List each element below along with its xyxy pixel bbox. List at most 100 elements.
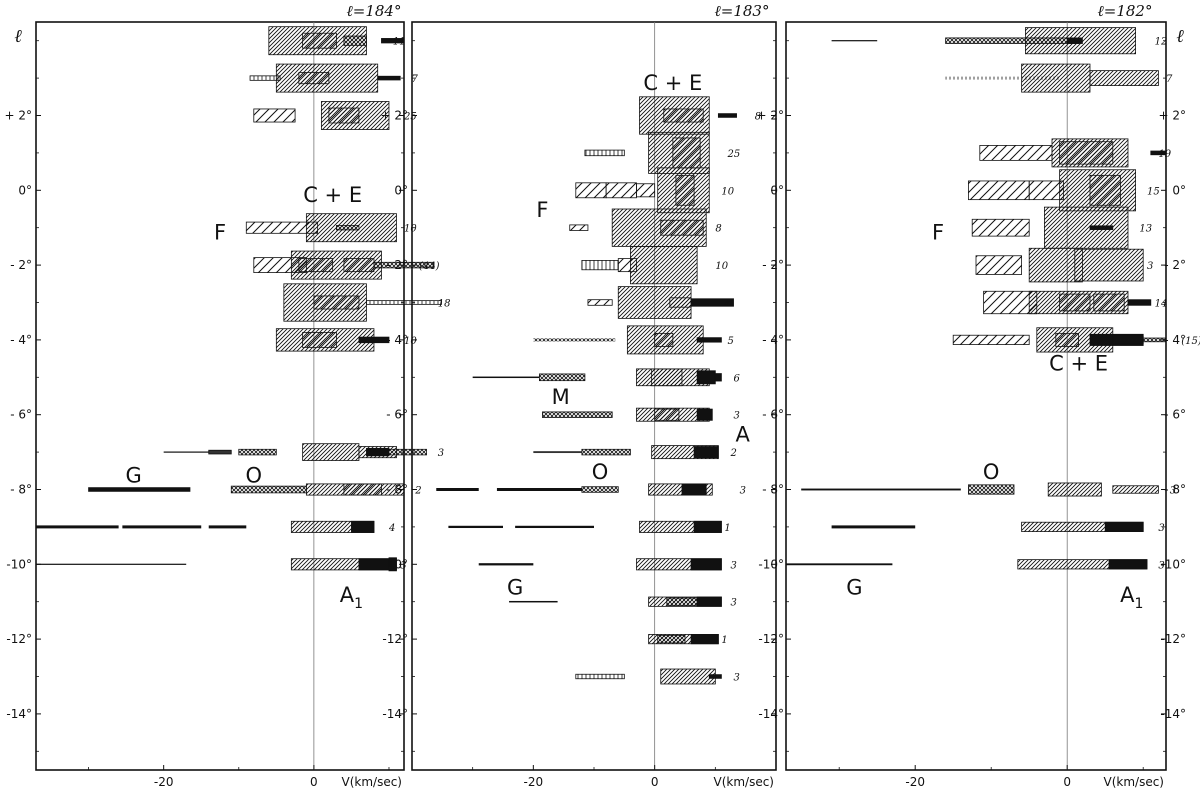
row-count-label: 2 xyxy=(414,486,421,497)
row-count-label: 10 xyxy=(721,186,734,197)
y-tick-label: - 8° xyxy=(386,483,408,497)
velocity-bar xyxy=(831,525,916,529)
velocity-bar xyxy=(533,338,616,342)
y-tick-label: -12° xyxy=(1160,632,1186,646)
velocity-bar xyxy=(717,113,737,118)
row-count-label: 15 xyxy=(1147,186,1160,197)
row-count-label: 25 xyxy=(726,149,740,160)
group-label-text: O xyxy=(983,460,1000,484)
row-count-label: 3 xyxy=(1147,261,1153,272)
y-tick-label: -10° xyxy=(758,557,784,571)
row-count-label: 3 xyxy=(734,673,740,684)
velocity-bar xyxy=(690,298,734,307)
group-label-text: F xyxy=(536,198,548,222)
y-tick-label: -10° xyxy=(1160,557,1186,571)
velocity-bar xyxy=(690,558,722,571)
y-tick-label: - 2° xyxy=(10,258,32,272)
group-label-text: M xyxy=(552,385,570,409)
velocity-bar xyxy=(1047,482,1102,497)
velocity-bar xyxy=(605,182,637,199)
velocity-bar xyxy=(366,300,442,305)
row-count-label: 3 xyxy=(438,448,444,459)
group-label-text: C + E xyxy=(303,183,362,207)
group-label-text: C + E xyxy=(1049,351,1108,375)
row-count-label: 3 xyxy=(1170,486,1176,497)
row-count-label: 10 xyxy=(715,261,728,272)
velocity-bar xyxy=(1089,70,1159,86)
velocity-bar xyxy=(945,76,1060,80)
velocity-bar xyxy=(1104,521,1144,532)
group-label: G xyxy=(846,576,862,600)
group-label-text: O xyxy=(592,460,609,484)
velocity-bar xyxy=(696,370,716,385)
y-tick-label: 0° xyxy=(1172,183,1186,197)
group-label: O xyxy=(246,464,263,488)
y-tick-label: + 2° xyxy=(1158,109,1186,123)
x-tick-label: 0 xyxy=(310,775,318,789)
velocity-bar xyxy=(979,145,1053,161)
velocity-bar xyxy=(660,668,716,685)
x-axis-label: V(km/sec) xyxy=(342,775,403,789)
row-count-label: 12 xyxy=(1155,37,1168,48)
row-count-label: 13 xyxy=(1139,224,1152,235)
group-label: A1 xyxy=(1120,583,1143,612)
y-tick-label: 0° xyxy=(394,183,408,197)
row-count-label: 7 xyxy=(1166,74,1173,85)
velocity-bar xyxy=(975,255,1022,275)
row-count-label: 14 xyxy=(1155,299,1168,310)
velocity-bar xyxy=(669,297,692,308)
y-tick-label: - 6° xyxy=(386,408,408,422)
y-tick-label: -14° xyxy=(758,707,784,721)
row-count-label: 2 xyxy=(730,448,737,459)
group-label-text: G xyxy=(507,576,523,600)
velocity-bar xyxy=(690,634,719,645)
x-axis-label: V(km/sec) xyxy=(714,775,775,789)
velocity-bar xyxy=(1059,141,1114,165)
y-tick-label: -10° xyxy=(382,557,408,571)
velocity-bar xyxy=(1127,299,1152,306)
group-label: C + E xyxy=(1049,351,1108,375)
y-tick-label: - 6° xyxy=(10,408,32,422)
velocity-bar xyxy=(983,290,1038,315)
velocity-bar xyxy=(388,557,397,572)
y-tick-label: + 2° xyxy=(756,109,784,123)
velocity-bar xyxy=(575,673,625,680)
velocity-bar xyxy=(302,332,337,348)
y-tick-label: - 2° xyxy=(1164,258,1186,272)
y-tick-label: -12° xyxy=(758,632,784,646)
y-tick-label: -14° xyxy=(382,707,408,721)
y-tick-label: - 8° xyxy=(10,483,32,497)
panel-l183: + 2°0°- 2°- 4°- 6°- 8°-10°-12°-14°+ 2°0°… xyxy=(380,2,784,789)
velocity-bar xyxy=(358,336,390,344)
row-count-label: (44) xyxy=(419,261,440,272)
velocity-bar xyxy=(1028,180,1064,201)
row-count-label: 10 xyxy=(404,336,417,347)
velocity-bar xyxy=(696,596,722,607)
y-tick-label: - 2° xyxy=(762,258,784,272)
group-label-text: A xyxy=(735,422,750,446)
y-tick-label: -12° xyxy=(382,632,408,646)
panel-title: ℓ=182° xyxy=(1098,2,1153,20)
row-count-label: 4 xyxy=(723,299,730,310)
row-count-label: 19 xyxy=(1158,149,1171,160)
velocity-bar xyxy=(336,225,360,231)
velocity-bar xyxy=(238,448,277,456)
velocity-bar xyxy=(672,137,701,169)
row-count-label: 7 xyxy=(412,74,419,85)
velocity-bar xyxy=(696,408,713,421)
row-count-label: 3 xyxy=(731,598,737,609)
velocity-bar xyxy=(343,483,382,496)
velocity-bar xyxy=(660,219,704,236)
velocity-bar xyxy=(714,373,722,382)
velocity-bar xyxy=(654,332,674,347)
y-tick-label: + 2° xyxy=(380,109,408,123)
row-count-label: 4 xyxy=(388,523,395,534)
velocity-bar xyxy=(351,520,375,533)
velocity-bar xyxy=(831,40,878,42)
velocity-bar xyxy=(801,488,961,491)
group-label: G xyxy=(507,576,523,600)
row-count-label: 11 xyxy=(393,37,406,48)
velocity-bar xyxy=(496,488,582,491)
x-tick-label: 0 xyxy=(1063,775,1071,789)
